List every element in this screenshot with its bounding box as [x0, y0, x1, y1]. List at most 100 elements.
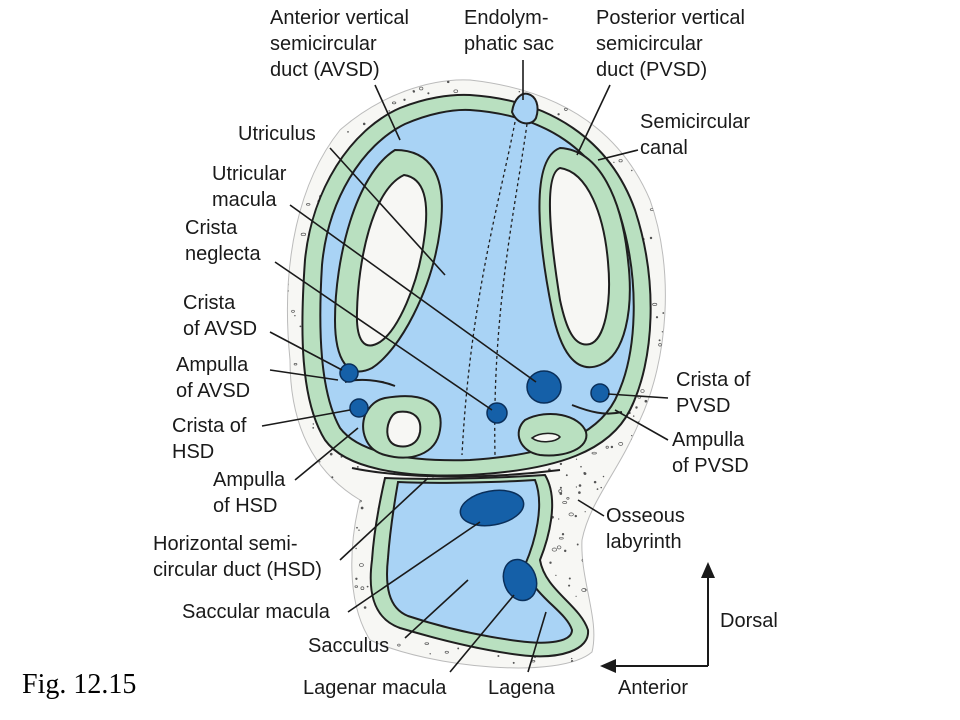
bone-dot [667, 95, 671, 98]
bone-dot [472, 672, 475, 675]
bone-dot [297, 94, 302, 98]
bone-dot [333, 488, 339, 492]
bone-dot [306, 101, 309, 104]
bone-dot [618, 442, 624, 446]
ampulla-pvsd-curve [571, 404, 623, 415]
bone-dot [575, 595, 577, 597]
bone-dot [287, 209, 289, 213]
bone-dot [287, 82, 289, 85]
bone-dot [305, 488, 311, 491]
leader-lagena [527, 611, 547, 673]
leader-crista-avsd [269, 331, 343, 371]
bone-dot [512, 661, 515, 664]
bone-dot [587, 99, 590, 103]
bone-dot [659, 552, 664, 556]
labels: Anterior vertical semicircular duct (AVS… [153, 7, 756, 699]
bone-dot [668, 341, 670, 343]
bone-dot [347, 131, 349, 133]
bone-dot [419, 86, 424, 91]
bone-dot [308, 452, 311, 455]
bone-dot [290, 586, 296, 590]
leader-utriculus [329, 147, 446, 276]
bone-dot [295, 91, 300, 95]
bone-dot [591, 451, 597, 455]
bone-dot [668, 355, 671, 358]
bone-dot [646, 469, 648, 471]
bone-dot [293, 202, 296, 204]
bone-dot [626, 655, 630, 658]
label-endolymphatic-sac: Endolym- phatic sac [464, 7, 554, 55]
bone-dot [289, 91, 292, 95]
bone-dot [317, 467, 322, 472]
bone-dot [662, 497, 666, 501]
crista-of-avsd [339, 363, 359, 383]
bone-dot [640, 617, 643, 620]
bone-dot [673, 335, 676, 338]
label-crista-neglecta: Crista neglecta [185, 217, 261, 265]
bone-dot [610, 577, 614, 581]
bone-dot [652, 302, 658, 306]
bone-dot [593, 539, 595, 542]
bone-dot [591, 669, 593, 671]
bone-dot [397, 643, 401, 647]
bone-dot [666, 169, 670, 171]
bone-dot [576, 543, 579, 546]
endolymphatic-sac [510, 92, 539, 125]
bone-dot [600, 486, 602, 489]
bone-dot [635, 576, 639, 579]
bone-dot [668, 273, 671, 276]
bone-dot [291, 309, 295, 313]
saccular-macula-patch [459, 489, 525, 527]
bone-dot [599, 521, 602, 524]
bone-dot [359, 563, 364, 567]
bone-dot [324, 83, 327, 86]
bone-dot [360, 586, 365, 591]
bone-dot [457, 647, 460, 650]
bone-dot [341, 620, 343, 622]
bone-dot [614, 606, 620, 610]
bone-dot [535, 674, 537, 676]
bone-dot [630, 136, 632, 139]
label-semicircular-canal: Semicircular canal [640, 111, 756, 159]
label-osseous-labyrinth: Osseous labyrinth [606, 505, 691, 553]
bone-dot [661, 223, 664, 226]
bone-dot [642, 500, 648, 503]
bone-dot [654, 427, 656, 429]
leader-sacculus [404, 579, 469, 639]
bone-dot [299, 325, 302, 328]
bone-dot [614, 101, 618, 105]
bone-dot [658, 339, 661, 342]
bone-dot [482, 672, 484, 674]
bone-dot [571, 96, 573, 98]
bone-dot [356, 526, 358, 529]
label-ampulla-hsd: Ampulla of HSD [213, 469, 291, 517]
bone-dot [558, 536, 564, 540]
bone-dot [663, 407, 666, 409]
bone-dot [360, 506, 364, 510]
bone-dot [312, 427, 315, 429]
bone-dot [659, 526, 664, 530]
bone-dot [627, 481, 633, 485]
bone-dot [324, 85, 329, 89]
bone-dot [640, 588, 644, 591]
bone-dot [589, 589, 592, 592]
bone-dot [612, 558, 617, 562]
bone-dot [325, 486, 327, 488]
bone-dot [326, 119, 329, 121]
bone-dot [609, 497, 612, 500]
bone-dot [463, 77, 464, 78]
bone-dot [622, 478, 625, 481]
bone-dot [388, 110, 390, 112]
dorsal-arrow-head-icon [701, 562, 715, 578]
bone-dot [326, 489, 328, 492]
bone-dot [363, 606, 367, 609]
bone-dot [595, 649, 600, 653]
bone-dot [564, 107, 568, 111]
label-utricular-macula: Utricular macula [212, 163, 292, 211]
bone-dot [669, 558, 670, 559]
bone-dot [640, 85, 643, 88]
bone-dot [566, 497, 570, 500]
bone-dot [348, 106, 351, 110]
bone-dot [613, 161, 615, 164]
bone-dot [590, 102, 594, 105]
